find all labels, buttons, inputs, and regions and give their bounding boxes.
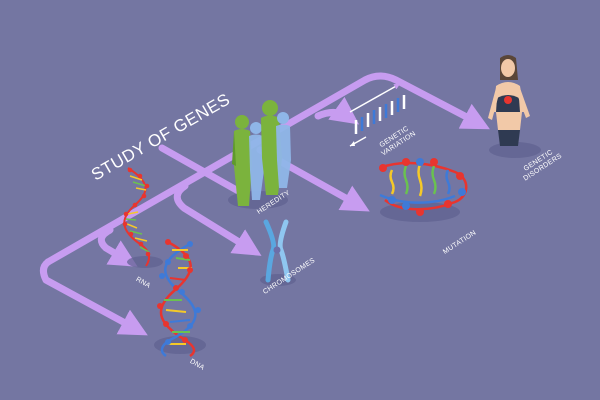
arrow-to-genetic-variation [314,96,360,125]
arrow-to-genetic-disorders [44,72,490,266]
sequence-strip-icon [349,83,406,147]
arrow-to-dna [39,258,148,336]
parent-child-figures-icon [232,100,291,206]
woman-figure-icon [488,55,530,146]
mutated-dna-icon [379,158,468,216]
arrow-to-chromosomes [173,182,262,256]
chromosome-icon [263,219,291,283]
rna-helix-icon [122,167,151,267]
floor-shadows [127,142,541,354]
arrow-to-heredity [158,144,244,196]
arrow-to-rna [97,226,138,267]
dna-helix-icon [157,239,201,358]
